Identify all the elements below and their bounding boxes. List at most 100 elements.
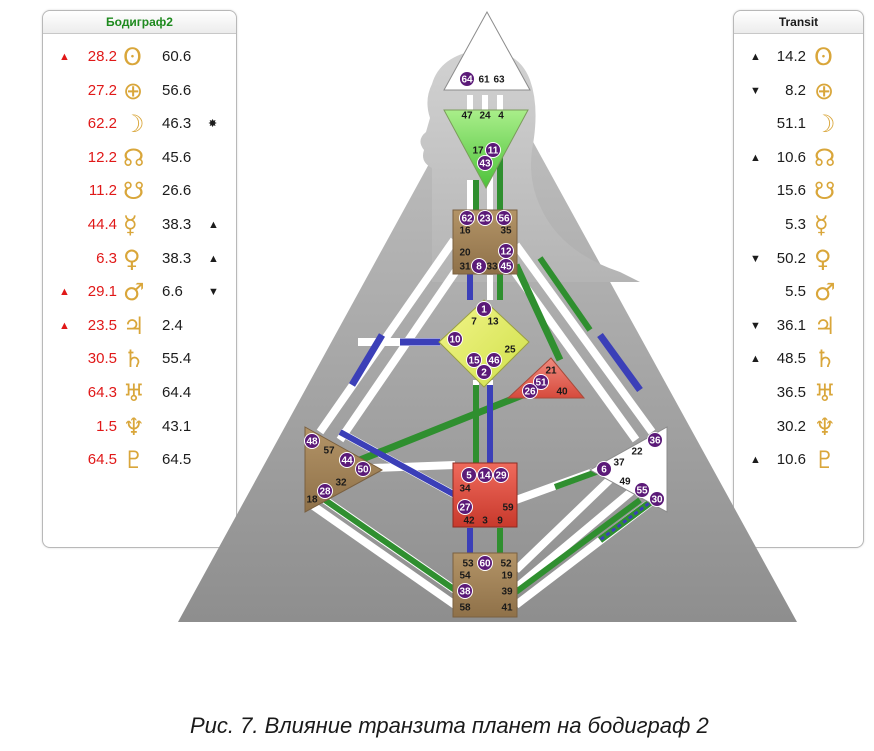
design-trend-marker: ▲	[59, 319, 70, 332]
transit-trend-marker: ▲	[750, 353, 761, 366]
design-row: 27.2⊕56.6	[43, 74, 236, 108]
gate-44-circle	[339, 452, 355, 468]
planet-icon: ☿	[814, 211, 829, 239]
design-value: 30.5	[87, 350, 117, 368]
design-value: 12.2	[87, 148, 117, 166]
transit-row: 30.2♆	[734, 410, 863, 444]
transit-value: 8.2	[785, 81, 806, 99]
planet-icon: ♀	[814, 244, 832, 273]
gate-62-circle	[459, 210, 475, 226]
planet-icon: ⊕	[814, 76, 835, 105]
gate-46-circle	[486, 352, 502, 368]
gate-34: 34	[459, 484, 471, 495]
transit-trend-marker: ▼	[750, 84, 761, 97]
gate-41: 41	[501, 603, 513, 614]
transit-trend-marker: ▲	[750, 151, 761, 164]
design-value: 6.3	[96, 249, 117, 267]
transit-row: ▼36.1♃	[734, 309, 863, 343]
design-value: 28.2	[87, 48, 117, 65]
design-value: 1.5	[96, 417, 117, 435]
design-row: 62.2☽46.3✸	[43, 107, 236, 141]
planet-icon: ♆	[814, 412, 836, 441]
personality-value: 55.4	[162, 350, 192, 368]
gate-39: 39	[501, 587, 513, 598]
gate-29-circle	[493, 467, 509, 483]
gate-2-circle	[476, 364, 492, 380]
personality-trend-marker: ▲	[208, 219, 219, 231]
gate-60-circle	[477, 555, 493, 571]
planet-icon: ☋	[123, 177, 145, 206]
planet-icon: ☽	[814, 110, 836, 139]
gate-14-circle	[477, 467, 493, 483]
gate-55: 55	[636, 486, 648, 497]
gate-30: 30	[651, 495, 663, 506]
gate-13: 13	[487, 317, 499, 328]
gate-56-circle	[496, 210, 512, 226]
gate-27-circle	[457, 499, 473, 515]
planet-icon: ♇	[123, 446, 145, 475]
gate-51-circle	[533, 374, 549, 390]
gate-23: 23	[479, 214, 491, 225]
gate-22: 22	[631, 447, 643, 458]
design-value: 27.2	[87, 81, 117, 99]
g-center	[438, 299, 530, 388]
gate-10: 10	[449, 335, 461, 346]
transit-row: 5.5♂	[734, 275, 863, 309]
personality-value: 6.6	[162, 283, 183, 301]
personality-trend-marker: ▲	[208, 252, 219, 265]
gate-11: 11	[488, 146, 499, 157]
personality-value: 2.4	[162, 316, 183, 334]
planet-icon: ♄	[814, 345, 836, 374]
gate-5: 5	[466, 471, 472, 482]
gate-51: 51	[535, 378, 547, 389]
gate-36-circle	[647, 432, 663, 448]
gate-24: 24	[479, 111, 491, 122]
gate-19: 19	[501, 571, 513, 582]
design-row: 64.5♇64.5	[43, 443, 236, 477]
gate-2: 2	[481, 368, 487, 379]
gate-8-circle	[471, 258, 487, 274]
gate-31: 31	[459, 262, 471, 273]
transit-value: 15.6	[776, 182, 806, 200]
planet-icon: ☊	[123, 143, 145, 172]
transit-value: 5.3	[785, 216, 806, 233]
gate-32: 32	[335, 478, 347, 489]
transit-value: 14.2	[776, 48, 806, 65]
transit-value: 51.1	[776, 115, 806, 133]
gate-44: 44	[341, 456, 353, 467]
transit-value: 10.6	[776, 451, 806, 469]
gate-57: 57	[323, 446, 335, 457]
transit-row: ▲10.6♇	[734, 443, 863, 477]
transit-trend-marker: ▼	[750, 319, 761, 332]
personality-value: 38.3	[162, 216, 192, 233]
planet-icon: ♆	[123, 412, 145, 441]
planet-icon: ♃	[123, 311, 145, 340]
gate-12: 12	[500, 247, 512, 258]
gate-18: 18	[306, 495, 318, 506]
gate-25: 25	[504, 345, 516, 356]
transit-value: 10.6	[776, 148, 806, 166]
planet-icon: ♀	[123, 244, 141, 273]
gate-3: 3	[482, 516, 488, 527]
design-value: 29.1	[87, 283, 117, 301]
gate-43-circle	[477, 155, 493, 171]
gate-4: 4	[498, 111, 504, 122]
gate-56: 56	[498, 214, 510, 225]
planet-icon: ♃	[814, 311, 836, 340]
personality-value: 26.6	[162, 182, 192, 200]
personality-value: 43.1	[162, 417, 192, 435]
gate-47: 47	[461, 111, 473, 122]
planet-icon: ♅	[123, 379, 145, 407]
transit-value: 36.5	[776, 384, 806, 401]
planet-icon: ⊕	[123, 76, 144, 105]
design-row: 1.5 ♆ 43.1	[43, 410, 236, 444]
gate-26-circle	[522, 383, 538, 399]
gate-20: 20	[459, 248, 471, 259]
transit-row: ▲ 10.6 ☊	[734, 141, 863, 175]
planet-icon: ☊	[814, 143, 836, 172]
planet-icon: ♂	[814, 278, 836, 307]
